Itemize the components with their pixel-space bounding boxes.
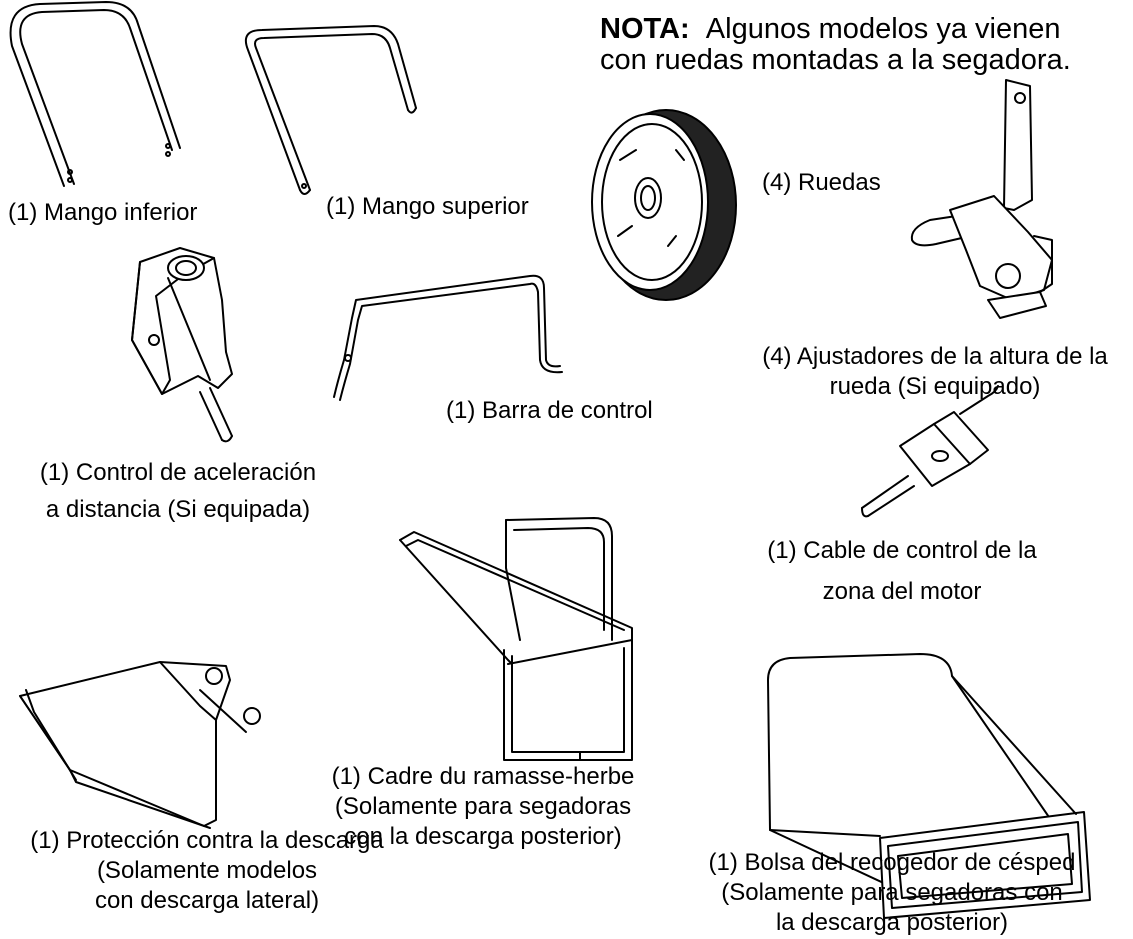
note-block: NOTA: Algunos modelos ya vienen con rued… bbox=[600, 14, 1071, 76]
label-wheels: (4) Ruedas bbox=[762, 169, 881, 196]
throttle-control-illustration bbox=[132, 248, 232, 441]
label-catcher-bag: (1) Bolsa del recogedor de césped (Solam… bbox=[708, 849, 1076, 936]
label-height-adjusters: (4) Ajustadores de la altura de la rueda… bbox=[762, 343, 1108, 400]
catcher-bag-illustration bbox=[768, 654, 1090, 918]
note-line-2: con ruedas montadas a la segadora. bbox=[600, 44, 1071, 76]
lower-handle-illustration bbox=[11, 2, 180, 186]
wheel-illustration bbox=[592, 110, 736, 300]
label-engine-cable: (1) Cable de control de la zona del moto… bbox=[767, 537, 1037, 605]
height-adjuster-illustration bbox=[912, 80, 1052, 318]
label-upper-handle: (1) Mango superior bbox=[326, 193, 529, 220]
note-prefix: NOTA: bbox=[600, 13, 690, 45]
catcher-frame-illustration bbox=[400, 518, 632, 760]
upper-handle-illustration bbox=[246, 26, 416, 194]
label-throttle-control: (1) Control de aceleración a distancia (… bbox=[39, 459, 317, 523]
note-line-1: Algunos modelos ya vienen bbox=[705, 13, 1061, 45]
label-catcher-frame: (1) Cadre du ramasse-herbe (Solamente pa… bbox=[331, 763, 635, 850]
discharge-guard-illustration bbox=[20, 662, 260, 828]
control-bar-illustration bbox=[334, 276, 562, 400]
label-lower-handle: (1) Mango inferior bbox=[8, 199, 198, 226]
label-discharge-guard: (1) Protección contra la descarga (Solam… bbox=[30, 827, 384, 914]
engine-cable-illustration bbox=[862, 386, 998, 516]
label-control-bar: (1) Barra de control bbox=[446, 397, 653, 424]
